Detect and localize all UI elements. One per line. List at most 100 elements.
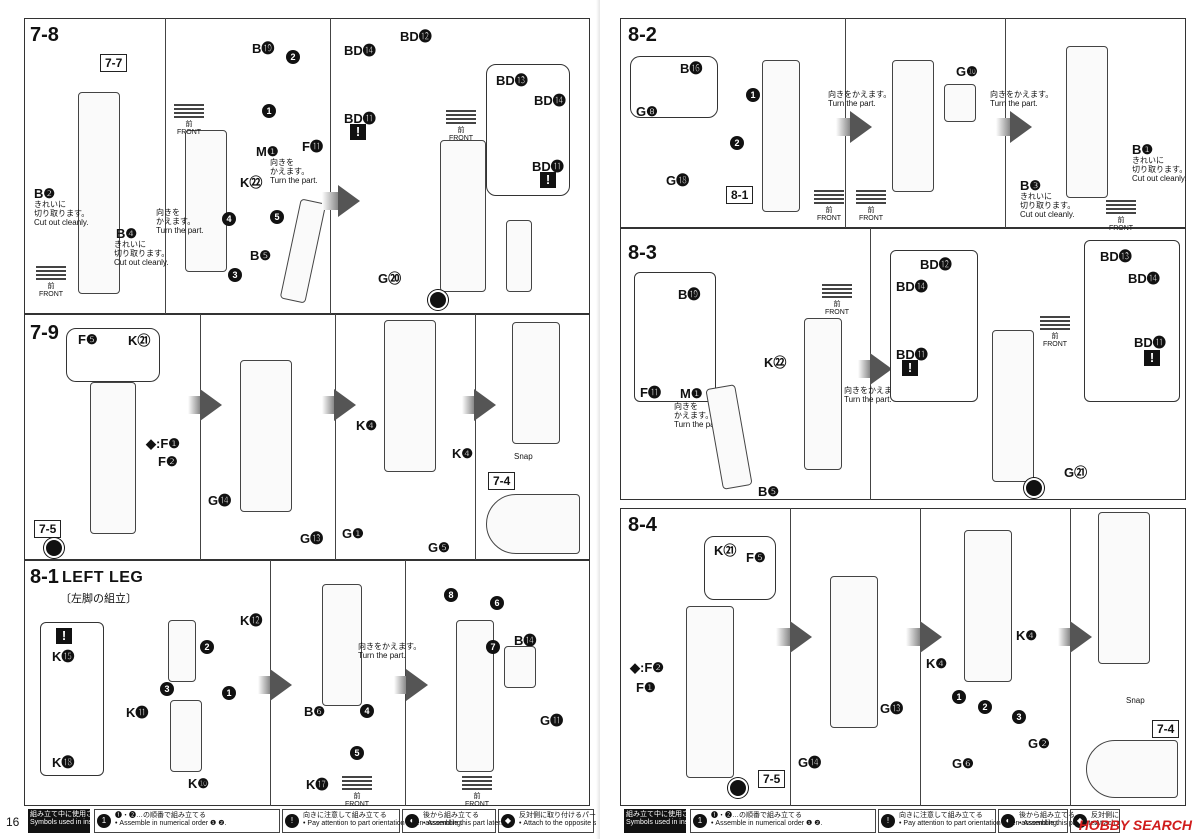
step-number: 1 xyxy=(262,104,276,118)
ref-box-7-7: 7-7 xyxy=(100,54,128,72)
knee-armor-part xyxy=(504,646,536,688)
part-label-bd14: BD⓮ xyxy=(1128,271,1160,286)
next-step-arrow xyxy=(322,192,338,210)
watermark-logo: HOBBY SEARCH xyxy=(1078,817,1192,833)
leg-assembly-part xyxy=(90,382,136,534)
step-number: 3 xyxy=(228,268,242,282)
step-title-8-3: 8-3 xyxy=(628,242,657,264)
leg-assembly-part xyxy=(440,140,486,292)
side-armor-part xyxy=(506,220,532,292)
part-label-f5: F❺ xyxy=(746,550,766,565)
part-label-f2: F❷ xyxy=(158,454,178,469)
caution-icon: ! xyxy=(56,628,72,644)
ref-box-7-5: 7-5 xyxy=(34,520,62,538)
leg-assembly-part xyxy=(384,320,436,472)
leg-assembly-part xyxy=(78,92,120,294)
legend-item: ◆反対側に取り付けるパーツ • Attach to the opposite s… xyxy=(498,809,608,833)
next-step-arrow-head xyxy=(406,669,428,701)
part-label-b2: B❷ xyxy=(34,186,56,201)
ref-box-7-4: 7-4 xyxy=(1152,720,1180,738)
part-label-bd12: BD⓬ xyxy=(400,29,432,44)
icon-legend-footer: 組み立て中に使用されているアイコン Symbols used in instru… xyxy=(624,809,1190,835)
caution-icon: ! xyxy=(540,172,556,188)
part-label-g13: G⓭ xyxy=(880,701,904,716)
step-number: 7 xyxy=(486,640,500,654)
leg-assembly-part xyxy=(830,576,878,728)
legend-title: 組み立て中に使用されているアイコン Symbols used in instru… xyxy=(624,809,744,833)
part-label-m1: M❶ xyxy=(680,386,703,401)
next-step-arrow xyxy=(858,360,870,378)
caution-icon: ! xyxy=(285,814,299,828)
step-number: 6 xyxy=(490,596,504,610)
part-label-b3: B❸ xyxy=(1020,178,1042,193)
part-label-g10: G❿ xyxy=(956,64,978,79)
leg-frame-part xyxy=(322,584,362,706)
detail-callout xyxy=(66,328,160,382)
cut-note: きれいに 切り取ります。 Cut out cleanly. xyxy=(1132,156,1188,183)
next-step-arrow xyxy=(394,676,406,694)
part-label-g20: G⑳ xyxy=(378,271,402,286)
caution-icon: ! xyxy=(350,124,366,140)
front-indicator: 前 FRONT xyxy=(342,776,372,808)
next-step-arrow-head xyxy=(1070,621,1092,653)
legend-item: !向きに注意して組み立てる • Pay attention to part or… xyxy=(282,809,463,833)
assemble-later-icon xyxy=(728,778,748,798)
opposite-side-icon: ◆ xyxy=(1073,814,1087,828)
part-label-b19: B⓳ xyxy=(678,287,701,302)
legend-item: ◐後から組み立てる • Assemble this part later. xyxy=(998,809,1098,833)
page-number: 16 xyxy=(6,815,20,829)
part-label-k18: K⓲ xyxy=(52,755,75,770)
step-7-9-panel xyxy=(24,314,590,560)
turn-note: 向きをかえます。 Turn the part. xyxy=(358,642,422,660)
caution-icon: ! xyxy=(902,360,918,376)
detail-callout xyxy=(1084,240,1180,402)
assemble-later-icon: ◐ xyxy=(1001,814,1015,828)
ref-box-7-4: 7-4 xyxy=(488,472,516,490)
part-label-g1: G❶ xyxy=(342,526,364,541)
part-label-bd11: BD⓫ xyxy=(896,347,928,362)
snap-note: Snap xyxy=(514,452,533,461)
part-label-k12: K⓬ xyxy=(240,613,263,628)
leg-assembly-part xyxy=(686,606,734,778)
leg-frame-part xyxy=(168,620,196,682)
part-label-g21: G㉑ xyxy=(1064,465,1088,480)
part-label-bd11: BD⓫ xyxy=(532,159,564,174)
step-number: 2 xyxy=(200,640,214,654)
next-step-arrow xyxy=(776,628,790,646)
next-step-arrow xyxy=(836,118,850,136)
step-number: 8 xyxy=(444,588,458,602)
turn-note: 向きをかえます。 Turn the part. xyxy=(828,90,892,108)
part-label-b14: B⓮ xyxy=(514,633,537,648)
next-step-arrow-head xyxy=(870,353,892,385)
part-label-bd14: BD⓮ xyxy=(344,43,376,58)
leg-frame-part xyxy=(456,620,494,772)
part-label-bd14: BD⓮ xyxy=(534,93,566,108)
front-indicator: 前 FRONT xyxy=(822,284,852,316)
part-label-k17: K⓱ xyxy=(306,777,329,792)
part-label-k4: K❹ xyxy=(1016,628,1038,643)
legend-title: 組み立て中に使用されているアイコン Symbols used in instru… xyxy=(28,809,148,833)
step-8-4-panel xyxy=(620,508,1186,806)
step-title-7-8: 7-8 xyxy=(30,24,59,46)
legend-item: ◐後から組み立てる • Assemble this part later. xyxy=(402,809,502,833)
part-label-k10: K❿ xyxy=(188,776,210,791)
step-8-3-panel xyxy=(620,228,1186,500)
base-stand-part xyxy=(1086,740,1178,798)
assemble-later-icon: ◐ xyxy=(405,814,419,828)
part-label-g11: G⓫ xyxy=(540,713,564,728)
icon-legend-footer: 組み立て中に使用されているアイコン Symbols used in instru… xyxy=(28,809,608,835)
detail-callout xyxy=(630,56,718,118)
leg-assembly-part xyxy=(185,130,227,272)
front-indicator: 前 FRONT xyxy=(856,190,886,222)
next-step-arrow-head xyxy=(200,389,222,421)
cut-note: きれいに 切り取ります。 Cut out cleanly. xyxy=(34,200,90,227)
part-label-bd11: BD⓫ xyxy=(1134,335,1166,350)
part-label-bd13: BD⓭ xyxy=(496,73,528,88)
part-label-bd11: BD⓫ xyxy=(344,111,376,126)
part-label-g8: G❽ xyxy=(636,104,658,119)
next-step-arrow-head xyxy=(334,389,356,421)
numbered-order-icon: 1 xyxy=(693,814,707,828)
detail-callout xyxy=(704,536,776,600)
